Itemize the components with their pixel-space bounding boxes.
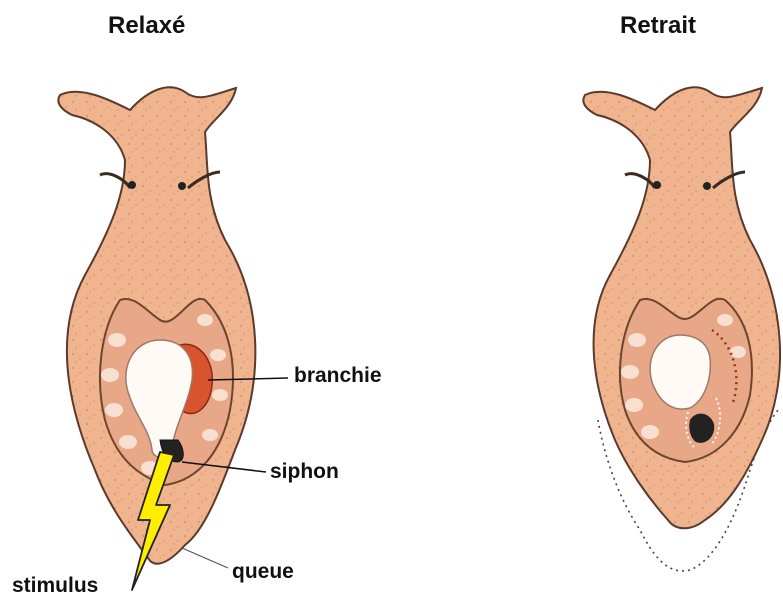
aplysia-relaxed [58,87,288,590]
label-siphon: siphon [270,460,339,484]
aplysia-withdrawn [583,87,780,571]
label-stimulus: stimulus [12,574,98,598]
label-tail: queue [232,560,294,584]
label-gill: branchie [294,364,382,388]
